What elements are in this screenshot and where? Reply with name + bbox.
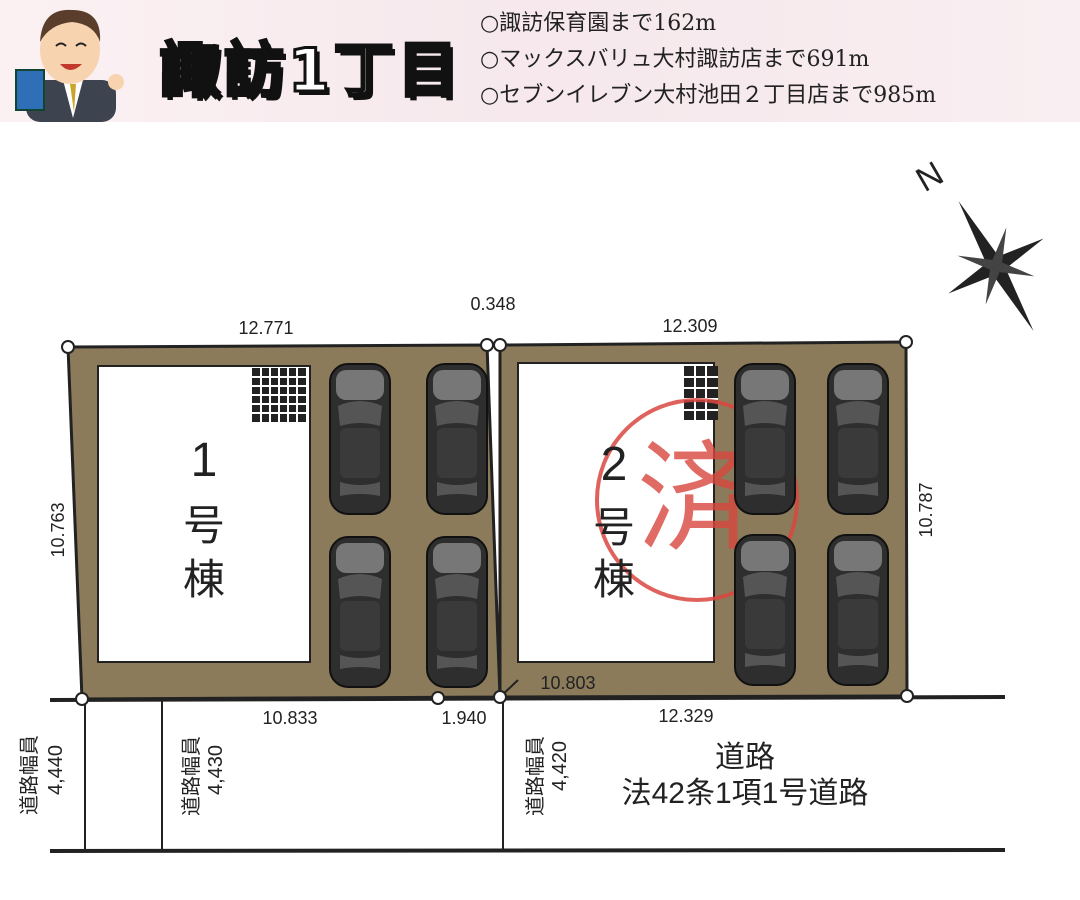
parking-car-icon [734, 534, 796, 686]
header-banner: 諏訪1丁目 ○諏訪保育園まで162m ○マックスバリュ大村諏訪店まで691m ○… [0, 0, 1080, 122]
parking-car-icon [426, 536, 488, 688]
compass-icon [948, 201, 1044, 331]
building-1-label: 棟 [183, 556, 225, 603]
building-2-label: 号 [593, 504, 635, 551]
dim-lot2-bottom: 12.329 [658, 706, 713, 726]
building-1-number: 1 [191, 434, 218, 487]
road-width-value: 4,430 [205, 745, 227, 795]
dim-diagonal: 10.803 [540, 673, 595, 693]
dim-lot1-left: 10.763 [48, 502, 68, 557]
parking-car-icon [329, 363, 391, 515]
sold-stamp [595, 398, 799, 602]
boundary-markers [61, 335, 914, 706]
road-width-label: 道路幅員 [180, 736, 203, 816]
agent-mascot-icon [15, 9, 124, 122]
north-label: N [910, 154, 950, 199]
road-edge-north [49, 695, 1006, 702]
parking-car-icon [827, 363, 889, 515]
building-2-number: 2 [601, 438, 628, 491]
facility-line: ○セブンイレブン大村池田２丁目店まで985m [480, 83, 937, 108]
road-width-label: 道路幅員 [524, 736, 547, 816]
grid-vent-icon [684, 366, 718, 420]
dim-lot1-bottom: 10.833 [262, 708, 317, 728]
dim-gap-top: 0.348 [470, 294, 515, 314]
dim-lot1-top: 12.771 [238, 318, 293, 338]
dim-lot2-top: 12.309 [662, 316, 717, 336]
parking-car-icon [329, 536, 391, 688]
building-2-label: 棟 [593, 556, 635, 603]
road-width-label: 道路幅員 [18, 735, 41, 815]
road-edge-south [49, 848, 1006, 853]
dim-lot2-right: 10.787 [916, 482, 936, 537]
page-title: 諏訪1丁目 [159, 35, 462, 108]
facility-line: ○諏訪保育園まで162m [480, 11, 717, 36]
building-2 [517, 362, 715, 663]
dim-gap-bottom: 1.940 [441, 708, 486, 728]
road-width-value: 4,420 [549, 741, 571, 791]
parking-car-icon [426, 363, 488, 515]
nearby-facilities: ○諏訪保育園まで162m ○マックスバリュ大村諏訪店まで691m ○セブンイレブ… [480, 6, 936, 114]
grid-vent-icon [252, 368, 306, 422]
road-type: 法42条1項1号道路 [622, 777, 869, 810]
parking-car-icon [827, 534, 889, 686]
parking-car-icon [734, 363, 796, 515]
building-1-label: 号 [183, 502, 225, 549]
facility-line: ○マックスバリュ大村諏訪店まで691m [480, 47, 870, 72]
road-title: 道路 [715, 741, 775, 774]
road-width-value: 4,440 [45, 745, 67, 795]
